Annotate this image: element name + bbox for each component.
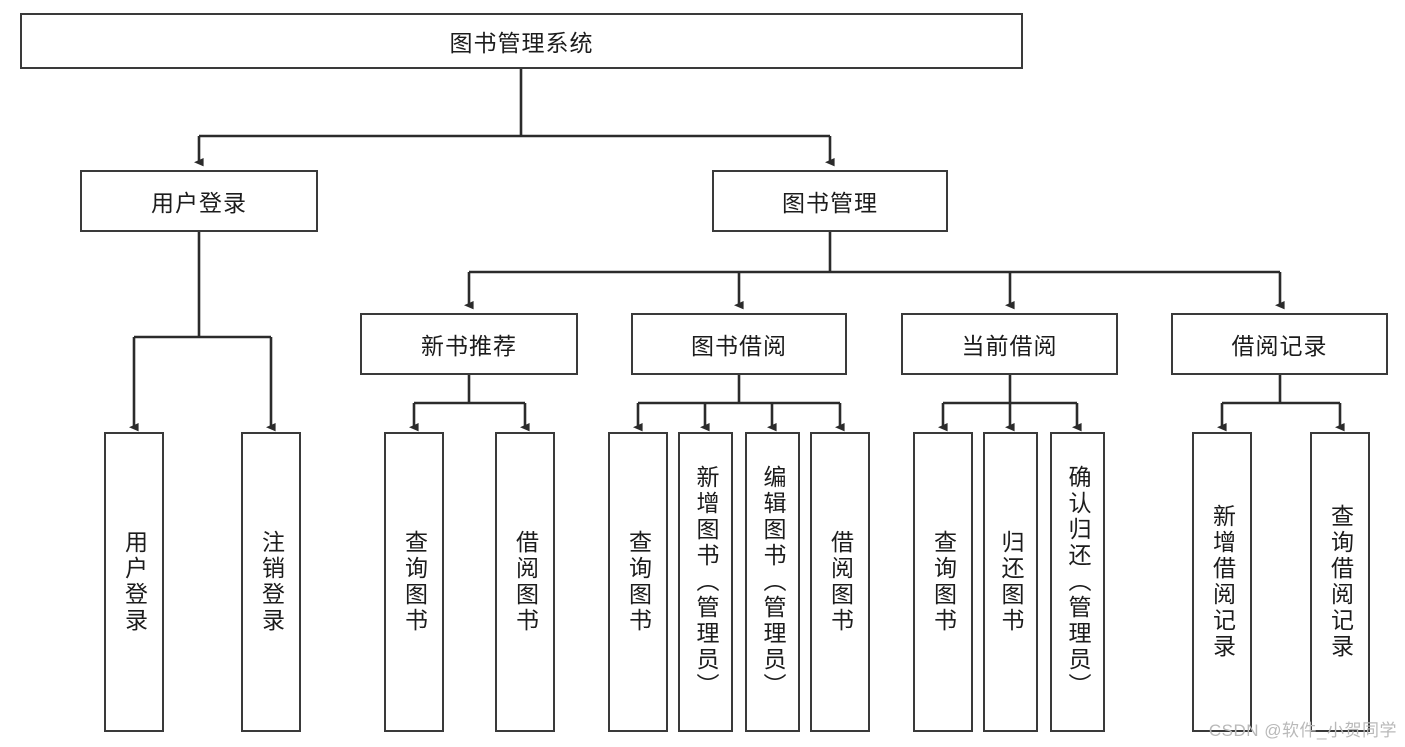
node-leaf-query-book-2[interactable]: 查询图书 bbox=[608, 432, 668, 732]
node-user-login[interactable]: 用户登录 bbox=[80, 170, 318, 232]
node-leaf-add-record-label: 新增借阅记录 bbox=[1209, 504, 1236, 660]
node-borrow-record[interactable]: 借阅记录 bbox=[1171, 313, 1388, 375]
node-leaf-return-book-label: 归还图书 bbox=[998, 530, 1024, 634]
node-leaf-borrow-book-2[interactable]: 借阅图书 bbox=[810, 432, 870, 732]
node-borrow-record-label: 借阅记录 bbox=[1231, 333, 1328, 359]
node-leaf-query-record-label: 查询借阅记录 bbox=[1327, 504, 1354, 660]
node-current-borrow[interactable]: 当前借阅 bbox=[901, 313, 1118, 375]
node-leaf-edit-book[interactable]: 编辑图书（管理员） bbox=[745, 432, 800, 732]
node-book-borrow-label: 图书借阅 bbox=[691, 333, 787, 359]
node-book-manage-label: 图书管理 bbox=[782, 190, 878, 216]
node-book-borrow[interactable]: 图书借阅 bbox=[631, 313, 847, 375]
node-root-label: 图书管理系统 bbox=[449, 30, 594, 56]
node-leaf-query-book-3-label: 查询图书 bbox=[930, 530, 957, 634]
node-leaf-add-book-label: 新增图书（管理员） bbox=[693, 465, 719, 699]
node-leaf-confirm-return-label: 确认归还（管理员） bbox=[1065, 465, 1091, 699]
node-leaf-confirm-return[interactable]: 确认归还（管理员） bbox=[1050, 432, 1105, 732]
node-leaf-edit-book-label: 编辑图书（管理员） bbox=[760, 465, 786, 699]
node-leaf-borrow-book-2-label: 借阅图书 bbox=[827, 530, 854, 634]
node-leaf-borrow-book-1[interactable]: 借阅图书 bbox=[495, 432, 555, 732]
node-leaf-add-book[interactable]: 新增图书（管理员） bbox=[678, 432, 733, 732]
node-leaf-query-book-1-label: 查询图书 bbox=[401, 530, 428, 634]
node-leaf-add-record[interactable]: 新增借阅记录 bbox=[1192, 432, 1252, 732]
node-leaf-return-book[interactable]: 归还图书 bbox=[983, 432, 1038, 732]
node-leaf-user-logout[interactable]: 注销登录 bbox=[241, 432, 301, 732]
node-leaf-user-login[interactable]: 用户登录 bbox=[104, 432, 164, 732]
node-new-book-rec-label: 新书推荐 bbox=[421, 333, 517, 359]
node-new-book-rec[interactable]: 新书推荐 bbox=[360, 313, 578, 375]
node-user-login-label: 用户登录 bbox=[151, 190, 247, 216]
node-leaf-user-logout-label: 注销登录 bbox=[258, 530, 285, 634]
node-current-borrow-label: 当前借阅 bbox=[961, 333, 1058, 359]
node-leaf-query-book-3[interactable]: 查询图书 bbox=[913, 432, 973, 732]
node-leaf-user-login-label: 用户登录 bbox=[121, 530, 148, 634]
node-leaf-borrow-book-1-label: 借阅图书 bbox=[512, 530, 539, 634]
node-leaf-query-book-1[interactable]: 查询图书 bbox=[384, 432, 444, 732]
watermark-text: CSDN @软件_小贺同学 bbox=[1208, 721, 1397, 740]
node-book-manage[interactable]: 图书管理 bbox=[712, 170, 948, 232]
node-leaf-query-record[interactable]: 查询借阅记录 bbox=[1310, 432, 1370, 732]
node-root[interactable]: 图书管理系统 bbox=[20, 13, 1023, 69]
node-leaf-query-book-2-label: 查询图书 bbox=[625, 530, 652, 634]
